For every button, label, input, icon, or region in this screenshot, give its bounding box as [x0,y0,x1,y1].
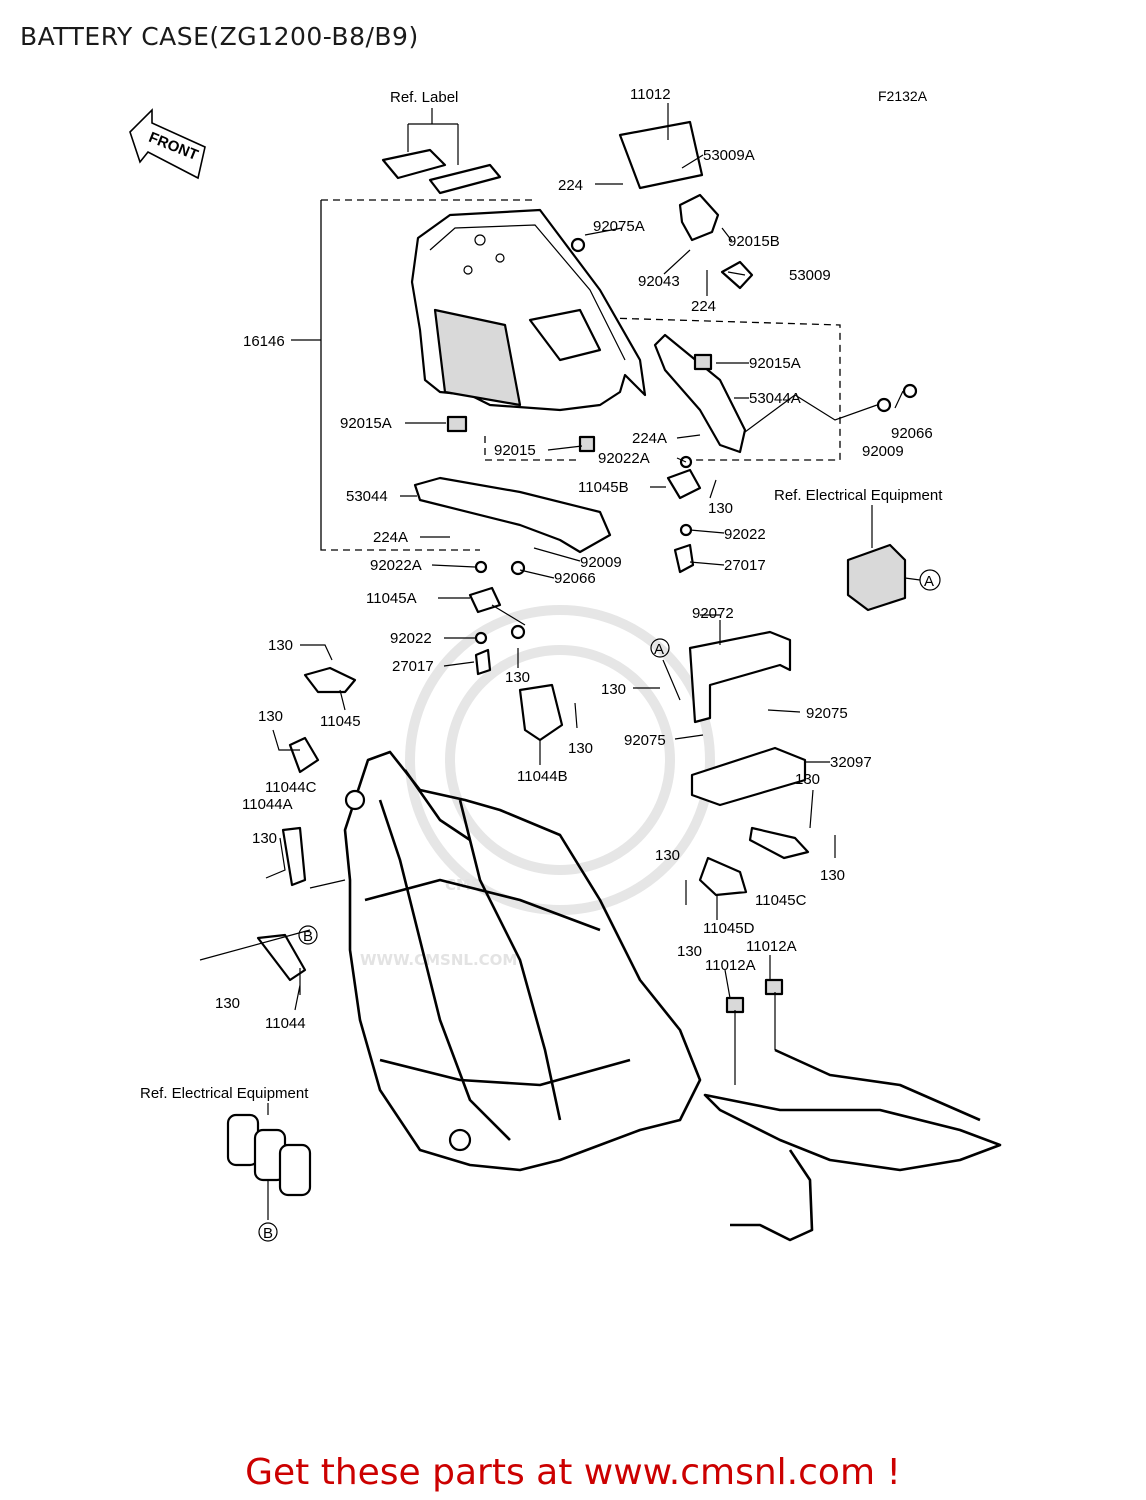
ref-label-decal-1 [381,148,447,180]
part-label: 11045C [755,892,807,909]
hardware-small-parts [256,193,918,1014]
part-label: 11044 [265,1015,306,1032]
part-label: 130 [252,830,277,847]
ref-electrical-bottom: Ref. Electrical Equipment [140,1085,309,1102]
callout-b-cylinders: B [263,1225,273,1242]
part-label: 224A [373,529,408,546]
part-label: 53009A [703,147,755,164]
part-label: 92015A [340,415,392,432]
part-labels: 11012 53009A 224 92075A 92015B 92043 530… [215,86,933,1032]
stay-53044A [653,333,747,454]
part-label: 92075A [593,218,645,235]
part-label: 11045D [703,920,755,937]
part-label: 130 [795,771,820,788]
part-label: 32097 [830,754,872,771]
part-label: 11044C [265,779,317,796]
watermark: CMS WWW.CMSNL.COM [360,605,715,969]
leader-lines [199,154,904,1011]
part-label: 53044A [749,390,801,407]
battery-tray-32097 [690,746,807,807]
part-label: 130 [268,637,293,654]
part-label: 27017 [392,658,434,675]
part-label: 92022A [598,450,650,467]
stay-53044 [413,476,612,554]
part-label: 224A [632,430,667,447]
part-label: 92066 [891,425,933,442]
part-label: 11044B [517,768,568,785]
part-label: 27017 [724,557,766,574]
part-label: 92066 [554,570,596,587]
ref-label-text: Ref. Label [390,89,458,106]
callout-markers: A A B B [263,573,934,1242]
part-label: 92022 [724,526,766,543]
part-label: 92009 [862,443,904,460]
part-label: 92009 [580,554,622,571]
part-label: 11012A [746,938,797,955]
diagram-code: F2132A [878,88,928,104]
part-label: 11045 [320,713,361,730]
part-label: 11012 [630,86,671,103]
electrical-equipment-cylinders [226,1103,312,1242]
motorcycle-frame [343,750,702,1172]
part-label: 130 [258,708,283,725]
part-label: 53009 [789,267,831,284]
rear-subframe [703,992,1002,1242]
part-label: 53044 [346,488,388,505]
part-label: 92022 [390,630,432,647]
part-label: 11044A [242,796,293,813]
watermark-url: WWW.CMSNL.COM [360,951,517,969]
page-title: BATTERY CASE(ZG1200-B8/B9) [20,22,419,51]
front-arrow-icon: FRONT [129,108,206,180]
part-label: 130 [601,681,626,698]
relay-electrical-equipment [846,543,907,612]
part-label: 130 [708,500,733,517]
callout-a-bracket: A [654,641,664,658]
part-label: 92015A [749,355,801,372]
battery-bracket-92072 [688,630,792,724]
part-label: 130 [677,943,702,960]
part-label: 92015 [494,442,536,459]
part-label: 16146 [243,333,285,350]
callout-b-frame: B [303,928,313,945]
part-label: 92072 [692,605,734,622]
part-label: 130 [568,740,593,757]
battery-cover-11012 [618,120,704,190]
part-label: 92015B [728,233,780,250]
callout-a-relay: A [924,573,934,590]
part-label: 224 [691,298,716,315]
ref-label-decal-2 [428,163,502,195]
footer-link[interactable]: Get these parts at www.cmsnl.com ! [245,1452,901,1493]
ref-electrical-top: Ref. Electrical Equipment [774,487,943,504]
part-label: 92075 [806,705,848,722]
part-label: 130 [820,867,845,884]
part-label: 11045A [366,590,417,607]
part-label: 92043 [638,273,680,290]
battery-case-16146 [410,208,647,412]
part-label: 224 [558,177,583,194]
part-label: 11012A [705,957,756,974]
part-label: 130 [215,995,240,1012]
part-label: 92075 [624,732,666,749]
part-label: 130 [505,669,530,686]
part-label: 130 [655,847,680,864]
part-label: 92022A [370,557,422,574]
part-label: 11045B [578,479,629,496]
front-label: FRONT [146,129,200,164]
